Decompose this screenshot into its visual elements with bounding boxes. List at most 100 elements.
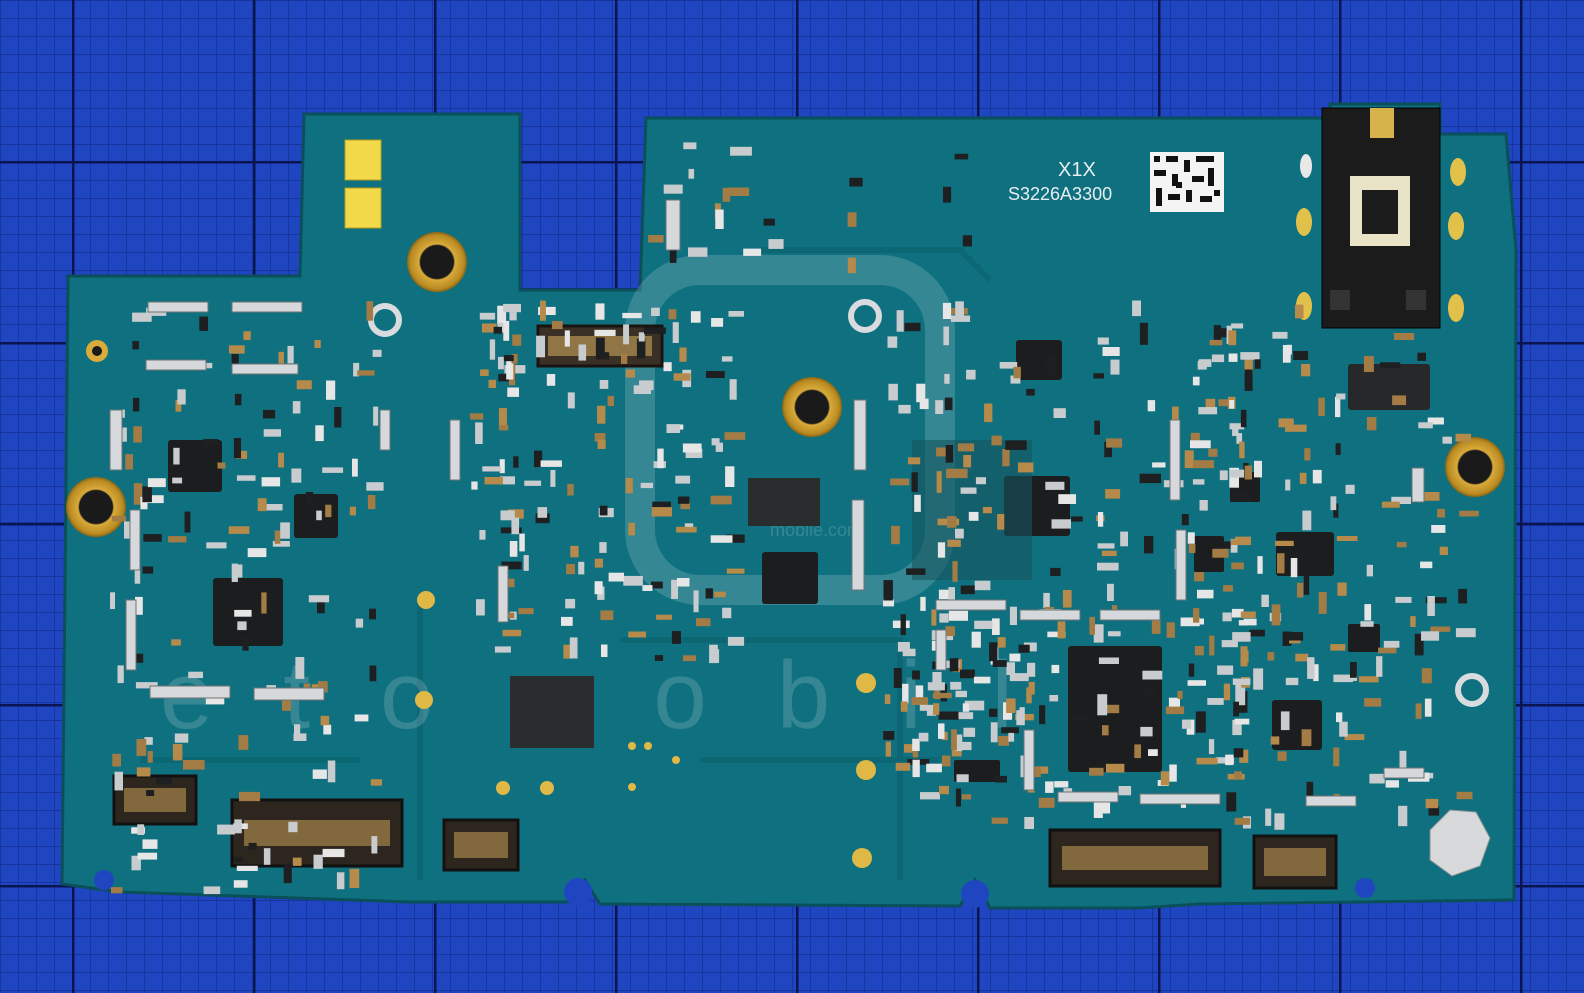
smd-part bbox=[1417, 352, 1426, 361]
smd-part bbox=[706, 371, 725, 378]
smd-part bbox=[883, 731, 895, 740]
smd-part bbox=[728, 187, 750, 196]
smd-part bbox=[990, 722, 998, 743]
smd-part bbox=[325, 504, 332, 518]
shield-clip bbox=[109, 409, 123, 471]
smd-part bbox=[908, 457, 921, 465]
smd-part bbox=[1303, 572, 1310, 595]
smd-part bbox=[507, 387, 519, 397]
smd-part bbox=[725, 466, 735, 487]
smd-part bbox=[1024, 817, 1034, 829]
smd-part bbox=[966, 369, 976, 380]
smd-part bbox=[933, 703, 940, 715]
smd-part bbox=[263, 409, 276, 419]
smd-part bbox=[599, 380, 609, 389]
smd-part bbox=[1239, 749, 1249, 763]
smd-part bbox=[366, 482, 384, 491]
smd-part bbox=[1225, 754, 1234, 766]
smd-part bbox=[1231, 562, 1244, 570]
smd-part bbox=[1254, 359, 1261, 369]
smd-part bbox=[1366, 417, 1377, 431]
smd-part bbox=[175, 399, 182, 412]
smd-part bbox=[947, 539, 961, 547]
smd-part bbox=[968, 511, 979, 521]
smd-part bbox=[883, 599, 894, 607]
smd-part bbox=[1192, 479, 1205, 485]
smd-part bbox=[1002, 449, 1010, 467]
smd-part bbox=[710, 535, 733, 543]
smd-part bbox=[349, 506, 356, 516]
smd-part bbox=[1102, 347, 1120, 356]
smd-part bbox=[1278, 418, 1294, 428]
smd-part bbox=[982, 507, 992, 514]
smd-part bbox=[722, 187, 731, 202]
smd-part bbox=[1236, 433, 1243, 444]
smd-part bbox=[1099, 704, 1120, 714]
smd-part bbox=[721, 356, 733, 362]
smd-part bbox=[184, 511, 191, 533]
smd-part bbox=[327, 760, 336, 783]
smd-part bbox=[728, 311, 744, 317]
smd-part bbox=[317, 681, 328, 693]
smd-part bbox=[957, 443, 975, 452]
smd-part bbox=[1009, 673, 1029, 682]
shield-clip bbox=[379, 409, 391, 451]
smd-part bbox=[887, 336, 898, 348]
smd-part bbox=[143, 534, 162, 542]
smd-part bbox=[651, 507, 672, 517]
smd-part bbox=[884, 694, 891, 704]
smd-part bbox=[682, 443, 702, 453]
smd-part bbox=[926, 763, 942, 773]
smd-part bbox=[992, 618, 1000, 635]
smd-part bbox=[1209, 339, 1223, 346]
smd-part bbox=[1093, 624, 1104, 643]
smd-part bbox=[989, 708, 998, 717]
smd-part bbox=[278, 452, 284, 468]
smd-part bbox=[1385, 780, 1399, 788]
smd-part bbox=[237, 621, 247, 631]
smd-part bbox=[1165, 706, 1185, 715]
smd-part bbox=[984, 403, 993, 423]
smd-part bbox=[663, 184, 683, 194]
smd-part bbox=[1254, 460, 1262, 478]
smd-part bbox=[1045, 781, 1054, 793]
smd-part bbox=[724, 432, 746, 440]
smd-part bbox=[597, 405, 606, 424]
smd-part bbox=[690, 311, 701, 323]
smd-part bbox=[320, 715, 330, 726]
smd-part bbox=[540, 300, 546, 321]
smd-part bbox=[144, 737, 153, 745]
svg-text:X1X: X1X bbox=[1058, 159, 1096, 181]
smd-part bbox=[945, 445, 954, 463]
smd-part bbox=[1231, 323, 1244, 329]
smd-part bbox=[1215, 757, 1235, 764]
smd-part bbox=[1106, 438, 1123, 448]
smd-part bbox=[1257, 556, 1263, 574]
smd-part bbox=[274, 530, 281, 544]
smd-part bbox=[1105, 763, 1125, 773]
svg-text:S3226A3300: S3226A3300 bbox=[1008, 184, 1112, 204]
smd-part bbox=[373, 406, 379, 426]
shield-clip bbox=[1057, 791, 1119, 803]
smd-part bbox=[900, 614, 906, 636]
smd-part bbox=[953, 712, 974, 720]
smd-part bbox=[272, 541, 290, 547]
smd-part bbox=[1051, 664, 1060, 674]
smd-part bbox=[1415, 703, 1422, 719]
smd-part bbox=[1046, 354, 1056, 376]
smd-part bbox=[312, 769, 327, 779]
smd-part bbox=[1336, 393, 1346, 400]
smd-part bbox=[1234, 771, 1242, 780]
smd-part bbox=[1050, 567, 1061, 576]
smd-part bbox=[145, 495, 164, 504]
smd-part bbox=[233, 880, 248, 888]
smd-part bbox=[962, 235, 972, 247]
test-pads bbox=[415, 591, 876, 868]
smd-part bbox=[261, 477, 281, 487]
smd-part bbox=[500, 510, 515, 521]
smd-part bbox=[353, 362, 360, 377]
smd-part bbox=[597, 352, 610, 360]
smd-part bbox=[599, 505, 608, 516]
smd-part bbox=[651, 307, 660, 316]
smd-part bbox=[502, 629, 522, 637]
